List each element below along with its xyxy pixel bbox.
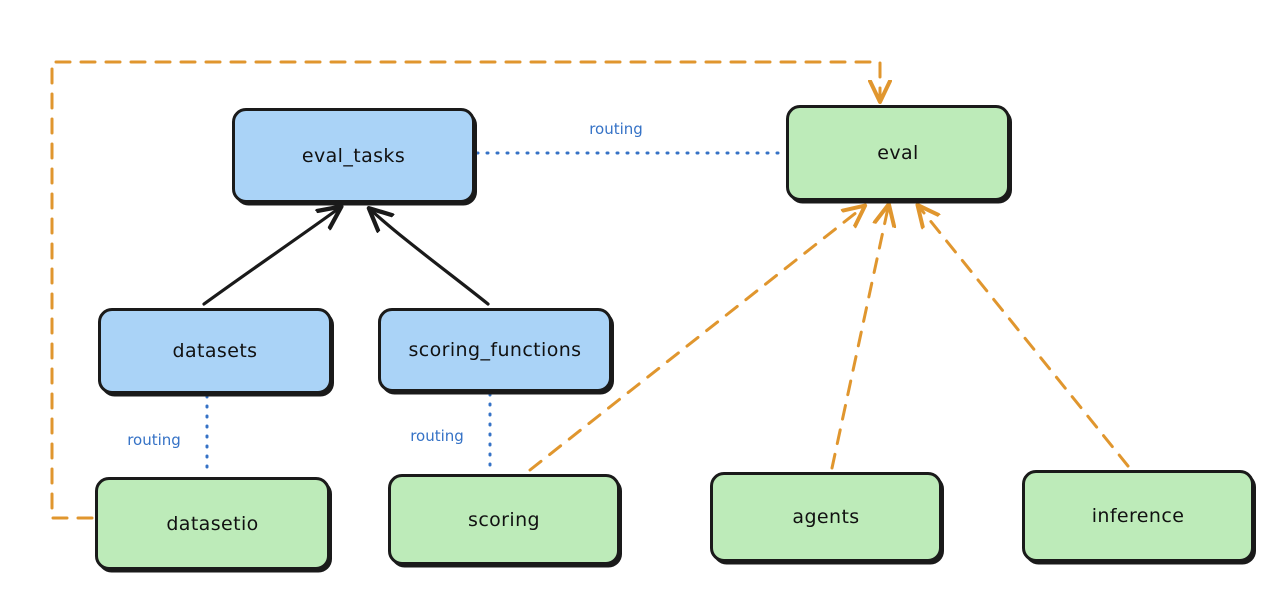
- edge-datasets-to-eval-tasks: [202, 209, 338, 306]
- node-label-scoring: scoring: [468, 508, 540, 531]
- edge-label-routing-eval-tasks-eval: routing: [589, 120, 643, 138]
- node-label-agents: agents: [792, 506, 860, 528]
- node-label-inference: inference: [1091, 505, 1185, 527]
- edge-scoring-functions-to-eval-tasks: [372, 211, 490, 306]
- edge-label-routing-datasets-datasetio: routing: [127, 431, 181, 449]
- node-scoring[interactable]: scoring: [388, 474, 620, 565]
- node-datasetio[interactable]: datasetio: [95, 477, 330, 570]
- edge-scoring-to-eval: [528, 208, 862, 472]
- edge-datasetio-to-eval: [50, 60, 880, 520]
- node-label-datasetio: datasetio: [166, 512, 259, 535]
- node-inference[interactable]: inference: [1022, 470, 1254, 562]
- node-eval[interactable]: eval: [786, 105, 1010, 201]
- edge-agents-to-eval: [830, 208, 888, 470]
- node-datasets[interactable]: datasets: [98, 308, 332, 394]
- node-label-scoring-functions: scoring_functions: [408, 339, 582, 361]
- edge-label-routing-scoring-functions-scoring: routing: [410, 427, 464, 445]
- node-label-datasets: datasets: [172, 340, 258, 362]
- edge-inference-to-eval: [920, 208, 1130, 468]
- node-eval-tasks[interactable]: eval_tasks: [232, 108, 475, 203]
- node-label-eval: eval: [877, 142, 919, 164]
- node-agents[interactable]: agents: [710, 472, 942, 562]
- node-scoring-functions[interactable]: scoring_functions: [378, 308, 612, 392]
- node-label-eval-tasks: eval_tasks: [301, 144, 406, 167]
